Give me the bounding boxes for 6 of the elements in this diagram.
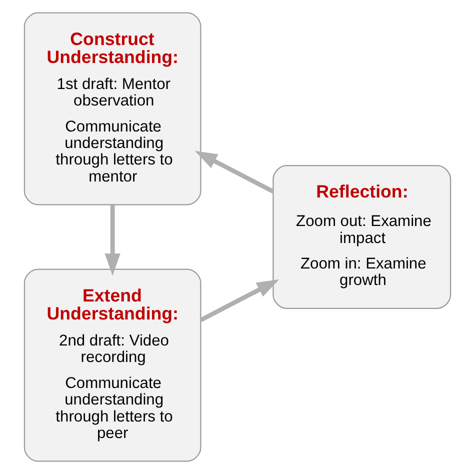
arrow	[104, 204, 120, 276]
node-box: Construct Understanding: 1st draft: Mentor observation Communicate understanding through letters to mentor	[23, 12, 201, 206]
node-box: Extend Understanding: 2nd draft: Video recording Communicate understanding through letters to peer	[23, 268, 201, 462]
arrow	[194, 150, 274, 194]
node-box: Reflection: Zoom out: Examine impact Zoom in: Examine growth	[272, 165, 451, 309]
arrow	[199, 279, 279, 322]
